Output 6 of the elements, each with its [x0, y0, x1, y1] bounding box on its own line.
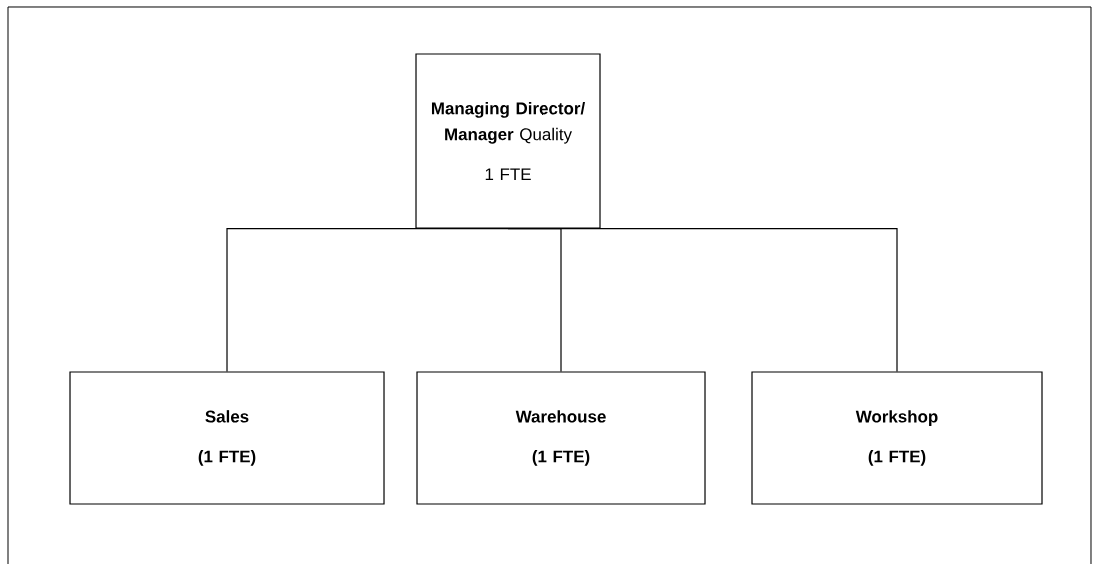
org-box: Warehouse (1 FTE) — [416, 371, 706, 505]
connector-line — [507, 228, 898, 372]
connector-line — [226, 228, 509, 372]
org-box: Managing Director/ Manager Quality 1 FTE — [415, 53, 601, 229]
org-box: Sales (1 FTE) — [69, 371, 385, 505]
org-box: Workshop (1 FTE) — [751, 371, 1043, 505]
